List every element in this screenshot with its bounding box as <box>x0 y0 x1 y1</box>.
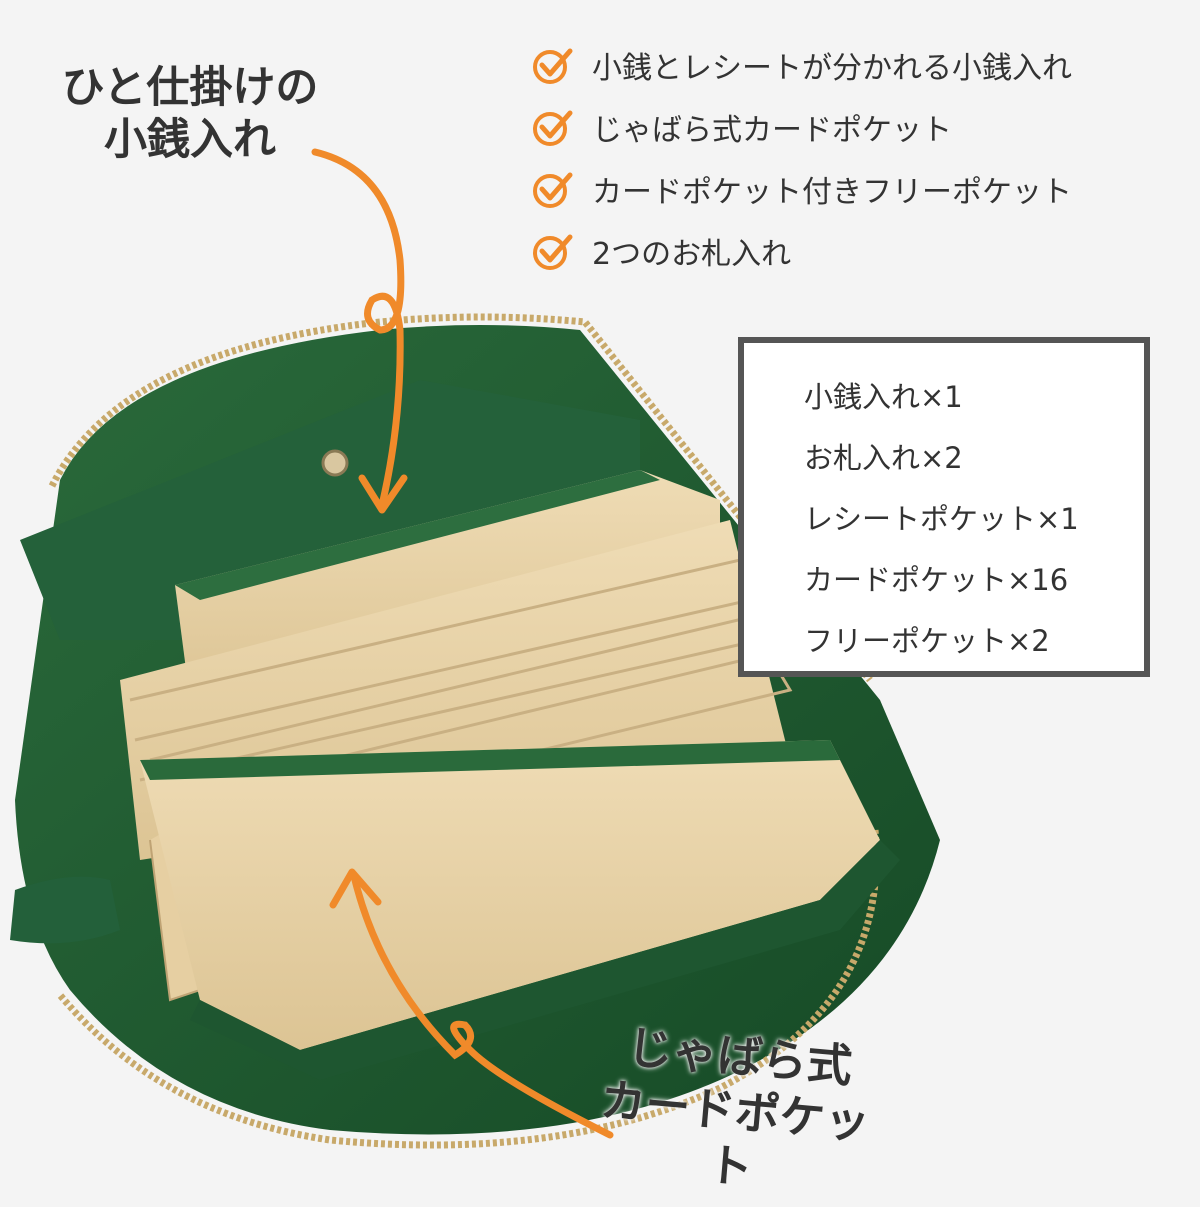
feature-item: 小銭とレシートが分かれる小銭入れ <box>530 34 1190 96</box>
feature-item: カードポケット付きフリーポケット <box>530 158 1190 220</box>
coin-purse-callout-line-2: 小銭入れ <box>104 115 276 166</box>
feature-text: じゃばら式カードポケット <box>592 113 952 148</box>
wallet-zipper <box>48 313 880 1149</box>
check-circle-icon <box>533 48 573 84</box>
coin-flap <box>20 380 640 640</box>
zipper-pull <box>10 876 120 944</box>
feature-text: 小銭とレシートが分かれる小銭入れ <box>592 51 1072 86</box>
spec-item: フリーポケット×2 <box>804 624 1050 658</box>
accordion-callout: じゃばら式 カードポケット <box>578 1017 891 1207</box>
feature-item: 2つのお札入れ <box>530 220 1190 282</box>
bill-compartment <box>140 740 880 1050</box>
check-circle-icon <box>533 234 573 270</box>
feature-item: じゃばら式カードポケット <box>530 96 1190 158</box>
spec-item: レシートポケット×1 <box>804 502 1079 536</box>
check-circle-icon <box>533 172 573 208</box>
check-circle-icon <box>533 110 573 146</box>
spec-list: 小銭入れ×1 お札入れ×2 レシートポケット×1 カードポケット×16 フリーポ… <box>744 343 1144 676</box>
spec-item: お札入れ×2 <box>804 441 963 475</box>
spec-box: 小銭入れ×1 お札入れ×2 レシートポケット×1 カードポケット×16 フリーポ… <box>738 337 1150 677</box>
arrow-to-coin-purse <box>311 148 405 509</box>
feature-list: 小銭とレシートが分かれる小銭入れ じゃばら式カードポケット カードポケット付きフ… <box>530 34 1190 282</box>
arrow-to-card-pockets <box>351 876 614 1139</box>
spec-item: カードポケット×16 <box>804 563 1069 597</box>
feature-text: 2つのお札入れ <box>592 237 792 272</box>
feature-text: カードポケット付きフリーポケット <box>592 175 1072 210</box>
snap-button <box>321 449 349 477</box>
spec-item: 小銭入れ×1 <box>804 380 963 414</box>
coin-purse-callout-line-1: ひと仕掛けの <box>61 63 319 113</box>
coin-purse-callout: ひと仕掛けの 小銭入れ <box>40 62 340 167</box>
